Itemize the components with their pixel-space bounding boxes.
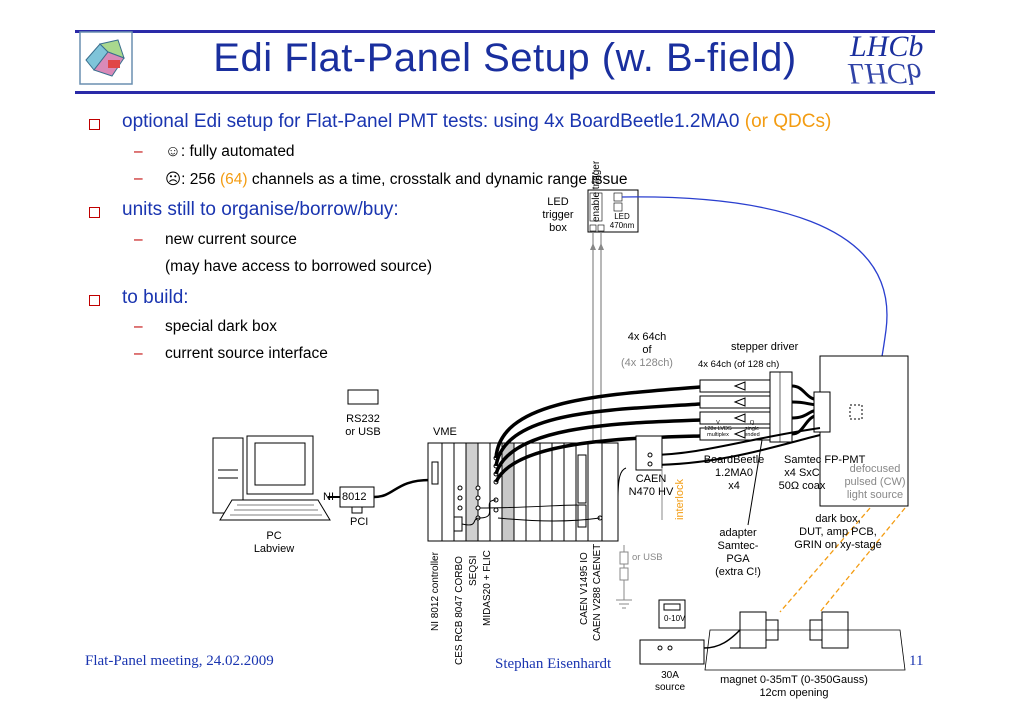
bullet-2-sub-1: new current source — [165, 231, 297, 248]
current-source-box — [639, 639, 705, 665]
bullet-3-sub-2: current source interface — [165, 345, 328, 362]
data-cable — [494, 434, 701, 483]
bullet-1: optional Edi setup for Flat-Panel PMT te… — [122, 111, 832, 132]
bullet-2-sub-1-cont: (may have access to borrowed source) — [165, 258, 433, 275]
bullet-marker — [89, 119, 100, 130]
vme-module-label: CAEN V288 CAENET — [592, 543, 603, 641]
vme-module-label: NI 8012 controller — [430, 552, 441, 631]
vme-module-label: CAEN V1495 IO — [579, 552, 590, 625]
vme-label: VME — [433, 426, 457, 438]
ni-8012-label: 8012 — [342, 491, 367, 503]
page-title: Edi Flat-Panel Setup (w. B-field) — [213, 36, 797, 80]
vme-module-label: MIDAS20 + FLIC — [482, 550, 493, 626]
vme-module-label: SEQSI — [468, 555, 479, 586]
title-bar: Edi Flat-Panel Setup (w. B-field) — [0, 24, 1023, 94]
or-usb-label: or USB — [632, 552, 663, 563]
bullet-marker — [89, 207, 100, 218]
interlock-label: interlock — [674, 479, 686, 520]
dark-box — [819, 355, 909, 507]
ch-64-of-128-label: 4x 64ch (of 128 ch) — [698, 359, 780, 370]
zero-10v-label: 0-10V — [664, 614, 686, 623]
ni-label: NI — [323, 491, 334, 503]
title-frame — [75, 30, 935, 94]
magnet — [704, 611, 906, 671]
bullet-marker — [89, 295, 100, 306]
dark-box-label: dark box,DUT, amp PCB,GRIN on xy-stage — [794, 513, 882, 551]
page-number: 11 — [909, 653, 924, 669]
data-cable — [494, 385, 701, 459]
lhcb-logo: LHCb LHCb — [848, 30, 924, 90]
pci-label: PCI — [350, 516, 369, 528]
boardbeetle-stack — [699, 371, 793, 443]
footer-meeting: Flat-Panel meeting, 24.02.2009 — [85, 653, 274, 669]
rs232-connector — [347, 389, 379, 405]
vme-crate — [427, 442, 619, 542]
vme-module-label: CES RCB 8047 CORBO — [454, 556, 465, 665]
enable-trigger-label: enable trigger — [591, 160, 602, 222]
bullet-2: units still to organise/borrow/buy: — [122, 199, 399, 220]
detector-logo-icon — [79, 31, 133, 85]
bullet-1-sub-1: ☺: fully automated — [165, 143, 295, 160]
bullet-3: to build: — [122, 287, 189, 308]
bullet-3-sub-1: special dark box — [165, 318, 278, 335]
data-cable — [494, 418, 701, 475]
stepper-driver-label: stepper driver — [731, 341, 799, 353]
data-cable — [494, 402, 701, 467]
pc-icon — [212, 435, 331, 521]
magnet-label: magnet 0-35mT (0-350Gauss)12cm opening — [720, 674, 868, 699]
footer-author: Stephan Eisenhardt — [495, 656, 612, 672]
samtec-fp-label: Samtec FP-PMT — [784, 454, 866, 466]
bullet-1-sub-2: ☹: 256 (64) channels as a time, crosstal… — [165, 171, 628, 188]
